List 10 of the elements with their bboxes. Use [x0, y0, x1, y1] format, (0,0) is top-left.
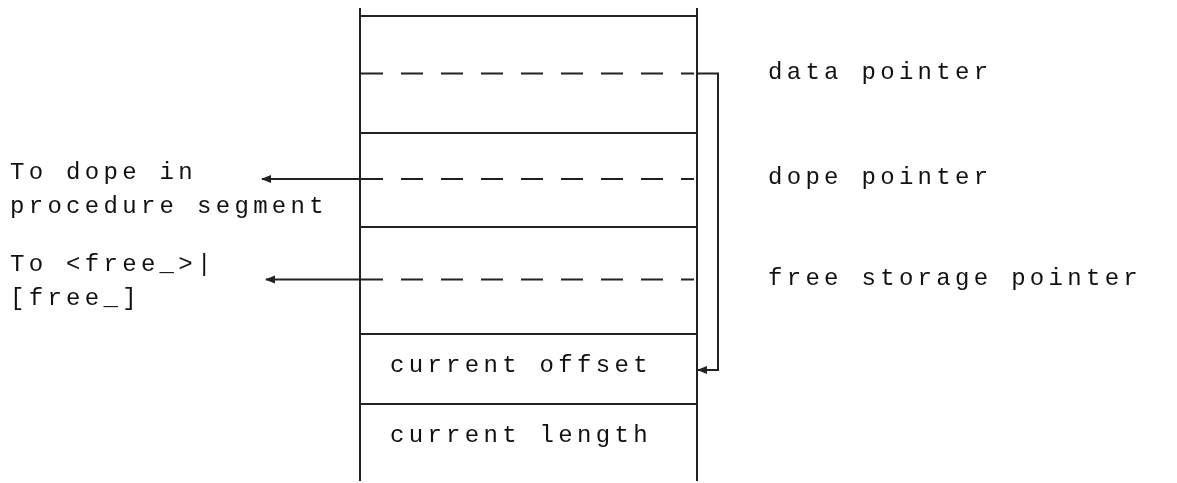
arrow-target-label: To dope in procedure segment [10, 158, 329, 222]
arrow-target-label: To <free_>|[free_] [10, 250, 217, 314]
field-label: current offset [390, 351, 652, 381]
field-label: current length [390, 421, 652, 451]
arrow [265, 275, 361, 284]
arrow [696, 72, 719, 374]
pointer-label: data pointer [768, 57, 993, 88]
arrow [261, 175, 361, 183]
pointer-label: free storage pointer [768, 263, 1143, 294]
pointer-label: dope pointer [768, 163, 993, 193]
